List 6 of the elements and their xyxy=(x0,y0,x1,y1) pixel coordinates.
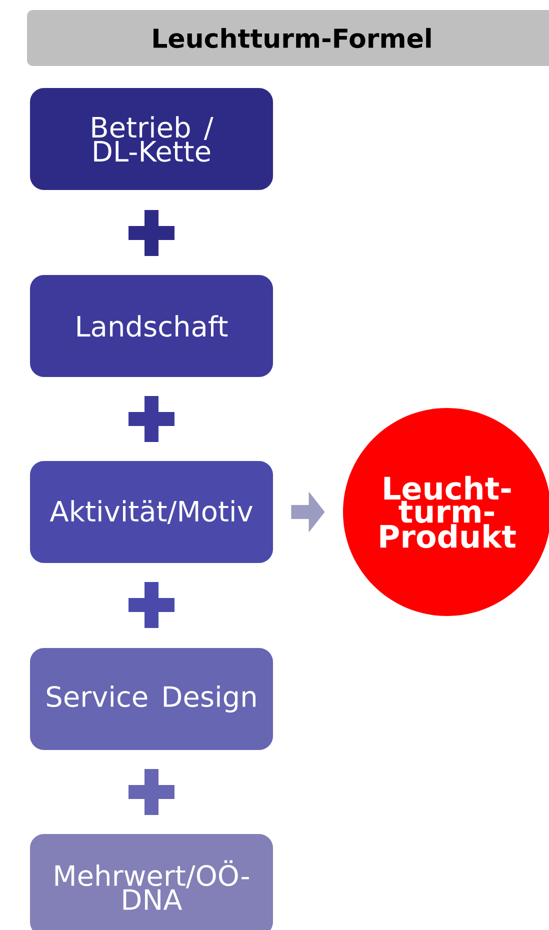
component-box: Service Design xyxy=(30,648,273,750)
component-box: Landschaft xyxy=(30,275,273,377)
component-box: Aktivität/Motiv xyxy=(30,461,273,563)
component-box: Betrieb / DL-Kette xyxy=(30,88,273,190)
component-box: Mehrwert/OÖ-DNA xyxy=(30,834,273,930)
title-band: Leuchtturm-Formel xyxy=(27,10,549,66)
